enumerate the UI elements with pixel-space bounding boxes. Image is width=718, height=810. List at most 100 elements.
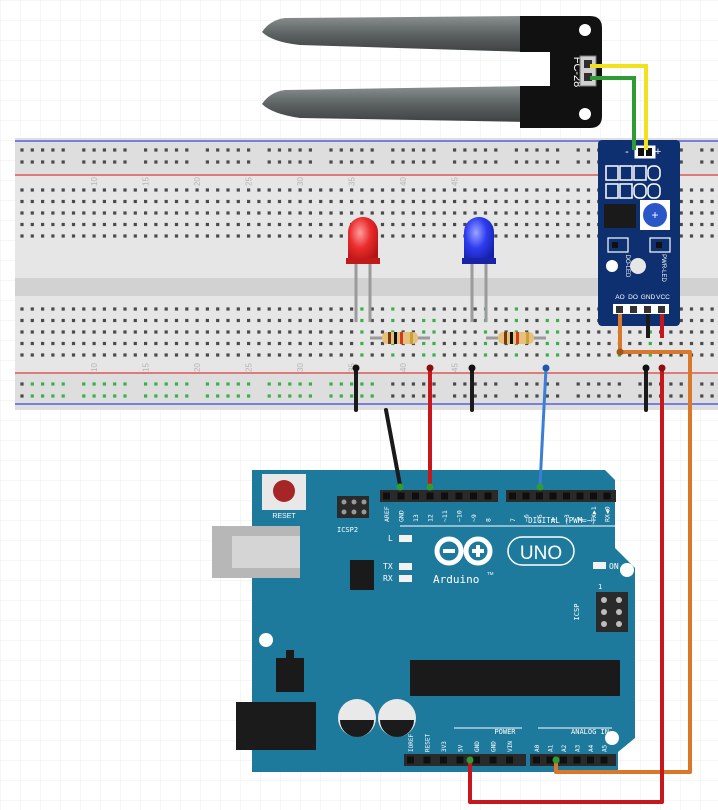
breadboard-hole — [164, 330, 168, 334]
breadboard-hole — [504, 211, 508, 215]
breadboard-hole — [20, 353, 24, 357]
breadboard-hole — [350, 199, 354, 204]
breadboard-hole — [422, 341, 426, 346]
breadboard-hole — [185, 222, 189, 227]
breadboard-hole — [586, 222, 591, 227]
breadboard-hole — [185, 318, 189, 323]
analog-pin-label: A2 — [561, 744, 568, 752]
digital-pin-row-right — [509, 492, 611, 500]
breadboard-hole — [473, 341, 477, 346]
breadboard-hole — [30, 160, 34, 164]
breadboard-hole — [236, 160, 240, 164]
breadboard-hole — [329, 307, 333, 311]
breadboard-hole — [525, 353, 529, 357]
breadboard-hole — [185, 148, 189, 152]
breadboard-hole — [123, 318, 127, 323]
breadboard-hole — [339, 199, 343, 204]
breadboard-hole — [432, 341, 436, 346]
breadboard-hole — [123, 222, 127, 227]
breadboard-hole — [648, 341, 652, 346]
breadboard-hole — [133, 318, 137, 323]
breadboard-hole — [205, 330, 209, 334]
breadboard-hole — [556, 307, 560, 311]
breadboard-hole — [195, 199, 199, 204]
breadboard-hole — [51, 394, 55, 398]
module-pin-header — [613, 304, 669, 314]
breadboard-hole — [411, 394, 415, 398]
breadboard-hole — [659, 353, 663, 357]
digital-pin-label: 12 — [427, 514, 435, 522]
digital-pin-label: ~11 — [441, 510, 449, 522]
breadboard-hole — [247, 307, 251, 311]
breadboard-hole — [71, 353, 76, 357]
breadboard-hole — [514, 222, 518, 227]
wire-endpoint — [616, 348, 624, 356]
bb-label-top: 15 — [142, 177, 151, 186]
breadboard-hole — [483, 211, 488, 215]
digital-pin-label: ~5 — [536, 514, 544, 522]
breadboard-hole — [566, 353, 570, 357]
breadboard-hole — [113, 318, 117, 323]
breadboard-hole — [494, 222, 498, 227]
breadboard-hole — [123, 353, 127, 357]
breadboard-hole — [30, 188, 34, 192]
breadboard-hole — [669, 394, 673, 398]
arduino-pcb — [252, 470, 635, 772]
bb-label-top: 10 — [90, 177, 99, 186]
breadboard-hole — [473, 160, 477, 164]
breadboard-hole — [71, 341, 76, 346]
breadboard-hole — [123, 341, 127, 346]
module-pin — [630, 306, 637, 313]
breadboard-hole — [226, 318, 230, 323]
breadboard-hole — [648, 330, 652, 334]
breadboard-hole — [483, 394, 488, 398]
breadboard-hole — [453, 394, 457, 398]
breadboard-hole — [267, 234, 271, 238]
breadboard-hole — [566, 211, 570, 215]
breadboard-hole — [535, 188, 539, 192]
breadboard-hole — [545, 199, 549, 204]
led-rim — [462, 258, 496, 264]
breadboard-hole — [411, 353, 415, 357]
breadboard-hole — [422, 394, 426, 398]
breadboard-hole — [247, 148, 251, 152]
breadboard-hole — [545, 341, 549, 346]
breadboard-hole — [308, 307, 312, 311]
on-led — [593, 562, 606, 569]
digital-pin-row-left — [383, 492, 492, 500]
wire-endpoint — [552, 756, 560, 764]
breadboard-hole — [102, 353, 106, 357]
breadboard-hole — [205, 148, 209, 152]
breadboard-hole — [700, 382, 704, 386]
breadboard-hole — [380, 222, 385, 227]
breadboard-hole — [339, 160, 343, 164]
breadboard-hole — [370, 211, 374, 215]
led-body — [348, 217, 378, 262]
breadboard-hole — [525, 222, 529, 227]
breadboard-hole — [494, 234, 498, 238]
breadboard-hole — [154, 188, 158, 192]
digital-pin-label: GND — [398, 510, 406, 522]
breadboard-hole — [432, 394, 436, 398]
breadboard-hole — [525, 394, 529, 398]
breadboard-hole — [30, 148, 34, 152]
breadboard-hole — [504, 318, 508, 323]
breadboard-hole — [576, 394, 580, 398]
smd-pad — [633, 183, 647, 199]
led-body — [464, 217, 494, 262]
reset-button[interactable] — [273, 480, 295, 502]
breadboard-hole — [102, 199, 106, 204]
wire-endpoint — [658, 364, 666, 372]
breadboard-hole — [679, 382, 683, 386]
breadboard-hole — [339, 330, 343, 334]
breadboard-hole — [298, 330, 302, 334]
breadboard-hole — [432, 188, 436, 192]
tx-led — [399, 563, 412, 570]
breadboard-hole — [514, 234, 518, 238]
breadboard-hole — [20, 234, 24, 238]
breadboard-hole — [576, 330, 580, 334]
breadboard-hole — [483, 188, 488, 192]
breadboard-hole — [164, 394, 168, 398]
breadboard-hole — [133, 353, 137, 357]
breadboard-hole — [195, 234, 199, 238]
